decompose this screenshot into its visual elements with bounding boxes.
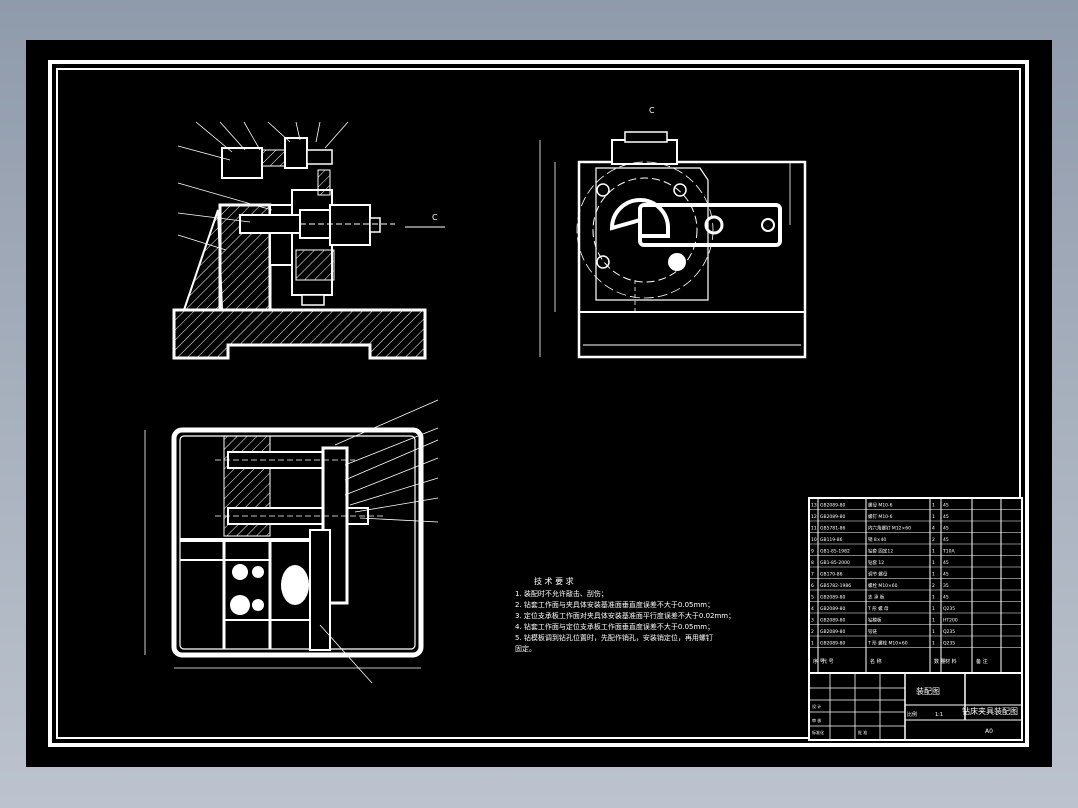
parts-cell-seq: 4 (811, 606, 814, 612)
parts-cell-name: 铰链 (868, 628, 877, 635)
parts-cell-code: GB5782-1986 (820, 583, 851, 589)
parts-cell-name: 钻套 固定12 (868, 548, 893, 555)
approve-label: 批 准 (858, 729, 867, 735)
parts-cell-code: GB2089-80 (820, 595, 846, 601)
inner-border (56, 68, 1021, 739)
parts-header-seq: 序 号 (813, 658, 825, 665)
parts-cell-material: 45 (943, 572, 949, 578)
parts-cell-material: Q235 (943, 641, 955, 647)
parts-cell-qty: 1 (932, 503, 935, 509)
parts-cell-material: 45 (943, 560, 949, 566)
parts-cell-qty: 1 (932, 595, 935, 601)
parts-cell-seq: 7 (811, 572, 814, 578)
parts-cell-name: 调节 螺母 (868, 571, 888, 578)
parts-cell-code: GB2089-80 (820, 514, 846, 520)
drawing-title: 装配图 (916, 686, 940, 696)
tech-req-line-6: 固定。 (515, 644, 536, 653)
designer-label: 设 计 (812, 703, 821, 709)
parts-cell-material: 45 (943, 595, 949, 601)
tech-req-line-4: 4. 钻套工作面与定位支承板工作面垂直度误差不大于0.05mm； (515, 622, 714, 631)
front-section-view: C (172, 121, 445, 360)
section-arrow-label: C (432, 213, 438, 222)
parts-cell-seq: 1 (811, 641, 814, 647)
sheet-label: 1:1 (935, 712, 943, 718)
parts-cell-name: 钻套 12 (868, 559, 884, 566)
technical-requirements: 技 术 要 求 1. 装配时不允许敲击、刮伤； 2. 钻套工作面与夹具体安装基准… (515, 576, 735, 653)
tech-req-line-2: 2. 钻套工作面与夹具体安装基准面垂直度误差不大于0.05mm； (515, 600, 714, 609)
parts-cell-material: 35 (943, 583, 949, 589)
parts-cell-material: 45 (943, 537, 949, 543)
parts-cell-seq: 13 (811, 503, 817, 509)
parts-cell-qty: 1 (932, 514, 935, 520)
parts-cell-code: GB119-86 (820, 537, 843, 543)
parts-cell-qty: 4 (932, 526, 935, 532)
parts-cell-material: Q235 (943, 629, 955, 635)
parts-cell-material: HT200 (943, 618, 958, 624)
parts-cell-seq: 10 (811, 537, 817, 543)
parts-cell-code: GB2089-80 (820, 618, 846, 624)
parts-cell-material: Q235 (943, 606, 955, 612)
parts-cell-code: GB1-85-2000 (820, 560, 850, 566)
parts-cell-material: T10A (942, 549, 955, 555)
parts-cell-seq: 9 (811, 549, 814, 555)
parts-cell-qty: 1 (932, 549, 935, 555)
parts-cell-code: GB2089-80 (820, 629, 846, 635)
parts-cell-seq: 2 (811, 629, 814, 635)
parts-cell-code: GB170-86 (820, 572, 843, 578)
parts-cell-name: 螺母 M10-6 (868, 502, 893, 509)
parts-cell-qty: 1 (932, 641, 935, 647)
part-title: 钻床夹具装配图 (962, 706, 1018, 716)
parts-header-qty: 数 量 (934, 658, 946, 665)
parts-cell-material: 45 (943, 503, 949, 509)
side-view-c: C (539, 106, 807, 359)
parts-header-name: 名 称 (870, 658, 882, 665)
parts-cell-qty: 1 (932, 606, 935, 612)
parts-cell-code: GB2089-80 (820, 606, 846, 612)
parts-cell-material: 45 (943, 526, 949, 532)
parts-cell-seq: 3 (811, 618, 814, 624)
scale-label: 比例 (907, 711, 917, 718)
parts-cell-name: T 形 螺 母 (867, 605, 889, 612)
standard-label: 标准化 (812, 729, 824, 735)
tech-req-line-1: 1. 装配时不允许敲击、刮伤； (515, 589, 608, 598)
parts-cell-code: GB5781-86 (820, 526, 846, 532)
parts-header-material: 材 料 (945, 658, 957, 665)
parts-cell-name: T 形 螺栓 M10×60 (867, 640, 908, 647)
checker-label: 审 核 (812, 717, 821, 723)
parts-cell-code: GB1-85-1982 (820, 549, 850, 555)
parts-cell-code: GB2089-80 (820, 503, 846, 509)
parts-cell-material: 45 (943, 514, 949, 520)
parts-cell-code: GB2089-80 (820, 641, 846, 647)
parts-cell-qty: 2 (932, 583, 935, 589)
top-view (144, 399, 439, 684)
parts-header-code: 代 号 (822, 658, 834, 665)
parts-cell-seq: 8 (811, 560, 814, 566)
tech-req-heading: 技 术 要 求 (534, 576, 574, 586)
parts-cell-qty: 1 (932, 560, 935, 566)
parts-cell-name: 支 承 板 (868, 594, 885, 601)
parts-cell-name: 钻模板 (868, 617, 882, 624)
title-block: 装配图 钻床夹具装配图 比例 1:1 A0 设 计 审 核 标准化 批 准 (808, 672, 1023, 741)
parts-cell-seq: 11 (811, 526, 817, 532)
parts-cell-seq: 6 (811, 583, 814, 589)
outer-border (48, 60, 1029, 747)
view-c-label: C (649, 106, 655, 115)
parts-cell-name: 螺钉 M10-6 (868, 513, 893, 520)
parts-cell-name: 销 8×40 (868, 536, 886, 543)
parts-cell-seq: 12 (811, 514, 817, 520)
tech-req-line-5: 5. 钻模板调到钻孔位置时，先配作销孔，安装销定位，再用螺钉 (515, 633, 713, 642)
tech-req-line-3: 3. 定位支承板工作面对夹具体安装基准面平行度误差不大于0.02mm； (515, 611, 735, 620)
company-label: A0 (985, 728, 993, 735)
parts-cell-qty: 1 (932, 572, 935, 578)
parts-cell-name: 螺栓 M10×60 (868, 582, 898, 589)
parts-cell-qty: 1 (932, 618, 935, 624)
parts-cell-name: 内六角螺钉 M12×60 (868, 525, 911, 532)
parts-cell-seq: 5 (811, 595, 814, 601)
parts-cell-qty: 2 (932, 537, 935, 543)
parts-cell-qty: 1 (932, 629, 935, 635)
parts-header-remark: 备 注 (976, 658, 988, 665)
